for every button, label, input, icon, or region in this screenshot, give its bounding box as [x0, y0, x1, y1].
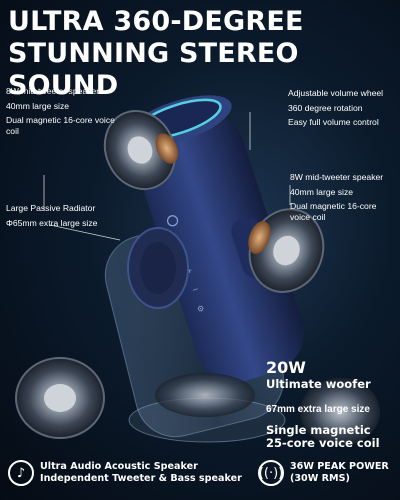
callout-size: 40mm large size: [290, 186, 354, 197]
woofer-power: 20W: [266, 358, 306, 377]
woofer-coil-line-1: Single magnetic: [266, 423, 371, 437]
callout-title: Adjustable volume wheel: [288, 88, 384, 98]
woofer-coil-line-2: 25-core voice coil: [266, 436, 380, 450]
callout-top-left: 8W mid-tweeter speaker 40mm large size D…: [6, 86, 116, 140]
callout-title: 8W mid-tweeter speaker: [6, 86, 100, 96]
passive-radiator: [127, 227, 189, 309]
feature-power: ((·)) 36W PEAK POWER (30W RMS): [258, 460, 389, 486]
woofer-info: 20W Ultimate woofer 67mm extra large siz…: [266, 359, 396, 450]
callout-coil: Dual magnetic 16-core voice coil: [290, 201, 377, 222]
callout-top-right: Adjustable volume wheel 360 degree rotat…: [288, 88, 396, 132]
woofer-size: 67mm extra large size: [266, 404, 370, 415]
feature-acoustic-line-2: Independent Tweeter & Bass speaker: [40, 473, 242, 484]
callout-control: Easy full volume control: [288, 117, 379, 127]
woofer-name: Ultimate woofer: [266, 377, 371, 391]
callout-title: Large Passive Radiator: [6, 203, 96, 213]
svg-text:+: +: [185, 265, 194, 276]
svg-text:−: −: [191, 284, 200, 295]
callout-lines: [43, 112, 291, 241]
callout-mid-right: 8W mid-tweeter speaker 40mm large size D…: [290, 172, 398, 226]
sound-waves-icon: ((·)): [258, 460, 284, 486]
callout-size: 40mm large size: [6, 100, 70, 111]
feature-footer: ♪ Ultra Audio Acoustic Speaker Independe…: [0, 452, 400, 500]
tweeter-top-left: [103, 110, 179, 190]
feature-acoustic-line-1: Ultra Audio Acoustic Speaker: [40, 461, 198, 472]
headline-line-2: STUNNING STEREO SOUND: [8, 38, 299, 101]
tweeter-right: [248, 208, 325, 293]
callout-coil: Dual magnetic 16-core voice coil: [6, 115, 115, 136]
callout-title: 8W mid-tweeter speaker: [290, 172, 384, 182]
woofer-driver: [15, 357, 380, 446]
music-note-icon: ♪: [8, 460, 34, 486]
callout-mid-left: Large Passive Radiator Φ65mm extra large…: [6, 203, 126, 232]
svg-text:⚙: ⚙: [196, 303, 206, 314]
callout-rotation: 360 degree rotation: [288, 102, 363, 113]
feature-power-line-2: (30W RMS): [290, 473, 350, 484]
callout-size: Φ65mm extra large size: [6, 217, 98, 228]
headline-line-1: ULTRA 360-DEGREE: [8, 6, 304, 37]
feature-acoustic: ♪ Ultra Audio Acoustic Speaker Independe…: [8, 460, 242, 486]
feature-power-line-1: 36W PEAK POWER: [290, 461, 389, 472]
headline: ULTRA 360-DEGREE STUNNING STEREO SOUND: [8, 6, 398, 102]
